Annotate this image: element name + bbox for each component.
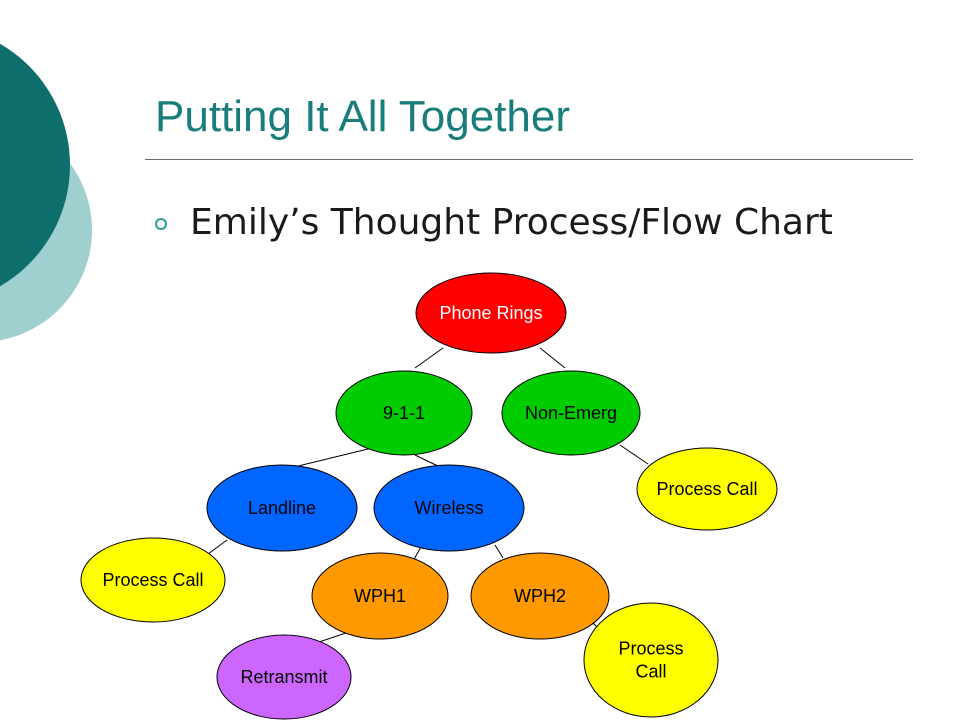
node-shape — [335, 370, 473, 456]
bullet-item: Emily’s Thought Process/Flow Chart — [155, 197, 833, 247]
node-label: WPH1 — [354, 586, 406, 606]
title-divider — [145, 159, 913, 160]
node-label: Process Call — [656, 479, 757, 499]
node-shape — [206, 464, 358, 552]
edge-phone-rings-to-non-emerg — [539, 347, 566, 369]
node-shape — [311, 552, 449, 640]
node-label: Landline — [248, 498, 316, 518]
node-shape — [373, 464, 525, 552]
node-shape — [583, 602, 719, 718]
node-label: 9-1-1 — [383, 403, 425, 423]
edge-phone-rings-to-911 — [414, 347, 444, 369]
node-label-line: Process — [618, 639, 683, 659]
flow-node-911: 9-1-1 — [335, 370, 473, 456]
bullet-text: Emily’s Thought Process/Flow Chart — [190, 201, 833, 243]
slide-title: Putting It All Together — [155, 92, 571, 141]
edge-911-to-landline — [289, 447, 373, 469]
node-shape — [501, 370, 641, 456]
node-label-line: Call — [635, 662, 666, 682]
decor-circle-dark — [0, 43, 70, 287]
edge-wireless-to-wph2 — [494, 544, 504, 559]
flow-node-wireless: Wireless — [373, 464, 525, 552]
node-label: Wireless — [414, 498, 483, 518]
node-label: Retransmit — [240, 667, 327, 687]
flow-node-process-call-left: Process Call — [80, 537, 226, 623]
node-shape — [80, 537, 226, 623]
flow-node-process-call-right: Process Call — [636, 447, 778, 531]
node-label: WPH2 — [514, 586, 566, 606]
flow-node-phone-rings: Phone Rings — [415, 272, 567, 354]
flow-node-non-emerg: Non-Emerg — [501, 370, 641, 456]
node-label: Process Call — [102, 570, 203, 590]
edge-non-emerg-to-process-call-right — [619, 444, 649, 465]
node-shape — [636, 447, 778, 531]
bullet-circle-icon — [155, 218, 167, 230]
node-shape — [216, 634, 352, 720]
node-shape — [470, 552, 610, 640]
node-shape — [415, 272, 567, 354]
flow-node-retransmit: Retransmit — [216, 634, 352, 720]
flow-node-landline: Landline — [206, 464, 358, 552]
node-label: Phone Rings — [439, 303, 542, 323]
flow-node-wph2: WPH2 — [470, 552, 610, 640]
node-label: Non-Emerg — [525, 403, 617, 423]
flow-node-wph1: WPH1 — [311, 552, 449, 640]
